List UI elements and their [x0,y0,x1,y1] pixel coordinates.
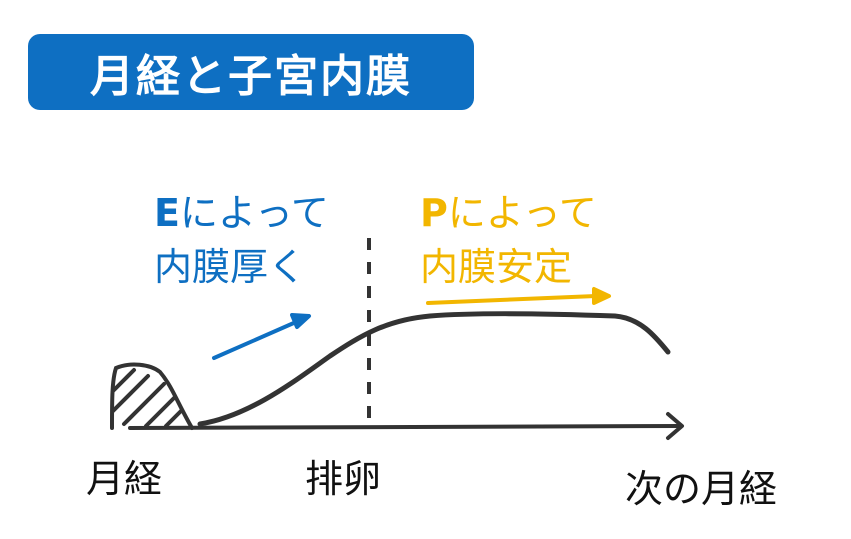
time-axis-arrowhead [666,412,684,440]
progesterone-suffix: によって [447,191,597,235]
title-badge: 月経と子宮内膜 [28,34,474,110]
next-menses-label: 次の月経 [625,467,778,511]
page-title: 月経と子宮内膜 [90,51,412,102]
estrogen-note-line1: Eによって [154,186,329,240]
menses-label: 月経 [86,457,163,501]
progesterone-arrow [426,287,611,305]
estrogen-note-line2: 内膜厚く [154,245,307,289]
progesterone-note: Pによって 内膜安定 [420,186,597,294]
ovulation-label: 排卵 [305,457,382,501]
progesterone-note-line2: 内膜安定 [420,245,573,289]
menses-hatching [112,368,186,428]
estrogen-arrow [212,313,311,360]
progesterone-note-line1: Pによって [420,186,597,240]
endometrium-curve [197,311,671,427]
time-axis [128,424,682,430]
progesterone-letter: P [420,191,448,235]
estrogen-note: Eによって 内膜厚く [154,186,329,294]
estrogen-suffix: によって [179,191,329,235]
estrogen-letter: E [154,191,180,235]
